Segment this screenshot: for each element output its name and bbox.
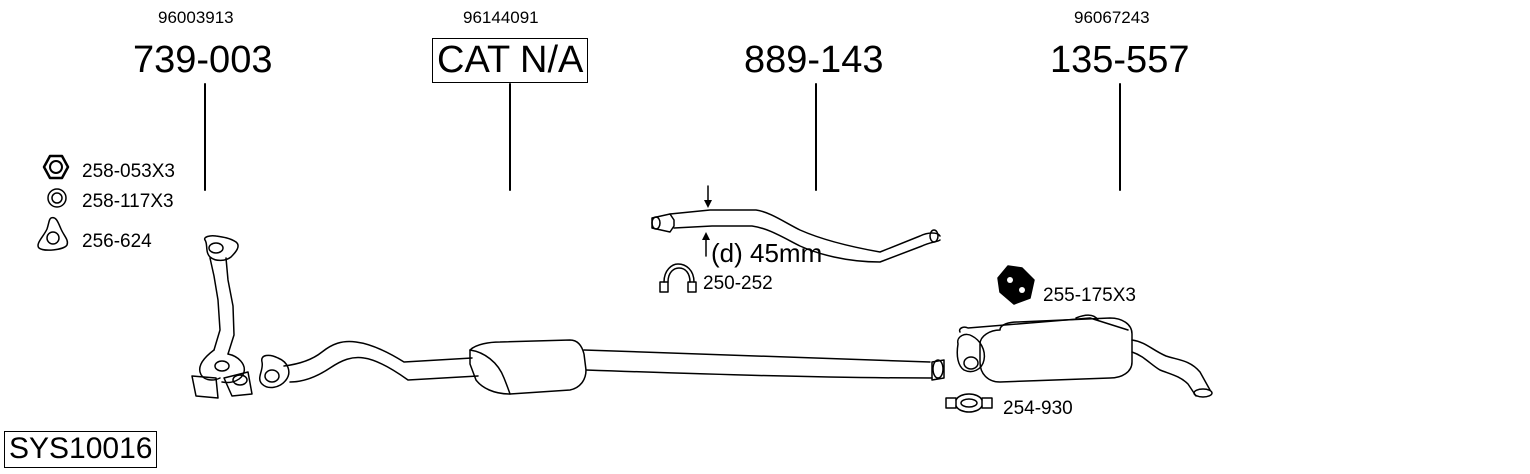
leader-lines [205,84,1120,190]
nut-label[interactable]: 258-053X3 [82,161,175,182]
clamp-rear-label[interactable]: 254-930 [1003,398,1073,419]
hanger-label[interactable]: 255-175X3 [1043,285,1136,306]
clamp-front-icon[interactable] [660,264,696,292]
clamp-rear-icon[interactable] [946,394,992,412]
oem-number-1: 96003913 [158,8,234,27]
gasket-icon[interactable] [38,218,67,251]
center-pipe[interactable] [652,210,940,262]
rubber-hanger-icon[interactable] [998,266,1034,304]
hex-nut-icon[interactable] [44,156,68,178]
gasket-label[interactable]: 256-624 [82,231,152,252]
sealing-ring-icon[interactable] [48,189,66,207]
catalyst-pipe[interactable] [260,340,944,394]
front-pipe[interactable] [192,236,252,398]
pipe-diameter-label: (d) 45mm [711,238,823,268]
oem-number-4: 96067243 [1074,8,1150,27]
diameter-arrows-icon [702,186,712,256]
clamp-front-label[interactable]: 250-252 [703,273,773,294]
part-number-rear-silencer[interactable]: 135-557 [1050,39,1190,81]
part-number-front-pipe[interactable]: 739-003 [133,39,273,81]
oem-number-2: 96144091 [463,8,539,27]
part-number-center-pipe[interactable]: 889-143 [744,39,884,81]
rear-silencer[interactable] [957,315,1212,397]
ring-label[interactable]: 258-117X3 [82,191,174,212]
part-number-catalyst[interactable]: CAT N/A [432,38,589,83]
system-code: SYS10016 [4,431,158,468]
